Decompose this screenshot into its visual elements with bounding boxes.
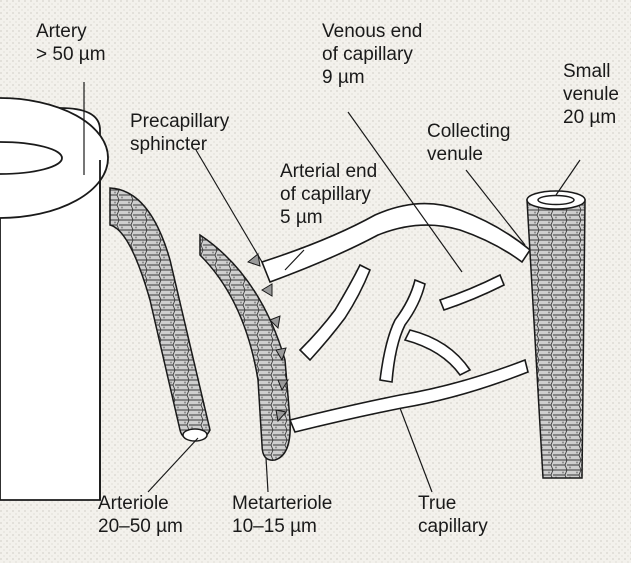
label-artery: Artery > 50 µm — [36, 20, 106, 66]
label-metarteriole: Metarteriole 10–15 µm — [232, 492, 332, 538]
label-small-venule: Small venule 20 µm — [563, 60, 619, 129]
label-venous-end: Venous end of capillary 9 µm — [322, 20, 422, 89]
label-true-capillary: True capillary — [418, 492, 488, 538]
label-precapillary-sphincter: Precapillary sphincter — [130, 110, 229, 156]
label-collecting-venule: Collecting venule — [427, 120, 510, 166]
artery-vessel — [0, 98, 108, 500]
label-arteriole: Arteriole 20–50 µm — [98, 492, 183, 538]
label-arterial-end: Arterial end of capillary 5 µm — [280, 160, 377, 229]
